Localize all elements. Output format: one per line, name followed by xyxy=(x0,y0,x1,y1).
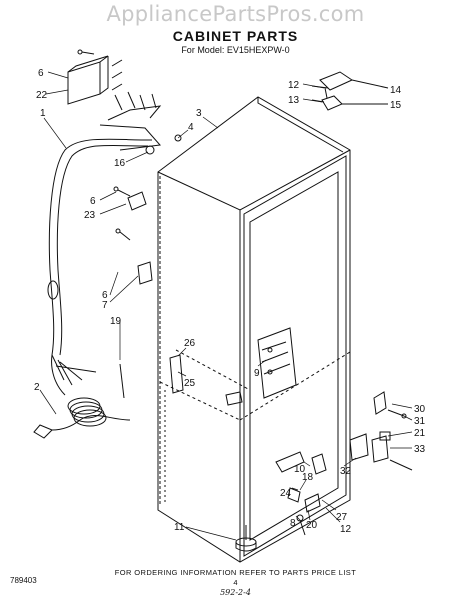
page-title: CABINET PARTS xyxy=(172,28,299,44)
callout-23: 23 xyxy=(84,210,96,221)
callout-2: 2 xyxy=(34,382,40,393)
callout-24: 24 xyxy=(280,488,292,499)
callout-12-bottom: 12 xyxy=(340,524,352,535)
callout-8: 8 xyxy=(290,518,296,529)
callout-16: 16 xyxy=(114,158,126,169)
callout-33: 33 xyxy=(414,444,426,455)
handwritten-note: 592-2-4 xyxy=(220,588,251,597)
callout-31: 31 xyxy=(414,416,426,427)
top-hinge-parts xyxy=(311,71,389,111)
callout-32: 32 xyxy=(340,466,352,477)
callout-6-top: 6 xyxy=(38,68,44,79)
callout-1: 1 xyxy=(40,108,46,119)
cabinet-body xyxy=(157,96,351,563)
inner-bracket xyxy=(169,327,297,406)
callout-6-low: 6 xyxy=(102,290,108,301)
callout-7: 7 xyxy=(102,300,108,311)
page-number: 4 xyxy=(233,578,238,587)
leader-lines xyxy=(39,71,413,541)
wiring-harness xyxy=(47,91,162,396)
callout-15: 15 xyxy=(390,100,402,111)
model-line: For Model: EV15HEXPW-0 xyxy=(181,45,290,55)
callout-26: 26 xyxy=(184,338,196,349)
hardware-screws xyxy=(77,49,182,399)
callout-21: 21 xyxy=(414,428,426,439)
callout-13: 13 xyxy=(288,95,300,106)
watermark-text: AppliancePartsPros.com xyxy=(106,2,365,26)
control-box-part xyxy=(67,55,123,105)
callout-labels: 1 2 3 4 6 22 16 6 23 6 7 19 26 25 9 12 1… xyxy=(34,68,426,535)
ordering-note: FOR ORDERING INFORMATION REFER TO PARTS … xyxy=(114,568,357,577)
callout-27: 27 xyxy=(336,512,348,523)
callout-12-top: 12 xyxy=(288,80,300,91)
callout-10: 10 xyxy=(294,464,306,475)
callout-9: 9 xyxy=(254,368,260,379)
catalog-number: 789403 xyxy=(10,576,37,585)
callout-25: 25 xyxy=(184,378,196,389)
callout-22: 22 xyxy=(36,90,48,101)
callout-18: 18 xyxy=(302,472,314,483)
callout-4: 4 xyxy=(188,122,194,133)
right-side-parts xyxy=(349,391,413,471)
callout-30: 30 xyxy=(414,404,426,415)
power-cord xyxy=(33,397,131,439)
callout-19: 19 xyxy=(110,316,122,327)
callout-3: 3 xyxy=(196,108,202,119)
callout-14: 14 xyxy=(390,85,402,96)
callout-11: 11 xyxy=(174,522,185,533)
callout-6-mid: 6 xyxy=(90,196,96,207)
callout-20: 20 xyxy=(306,520,318,531)
